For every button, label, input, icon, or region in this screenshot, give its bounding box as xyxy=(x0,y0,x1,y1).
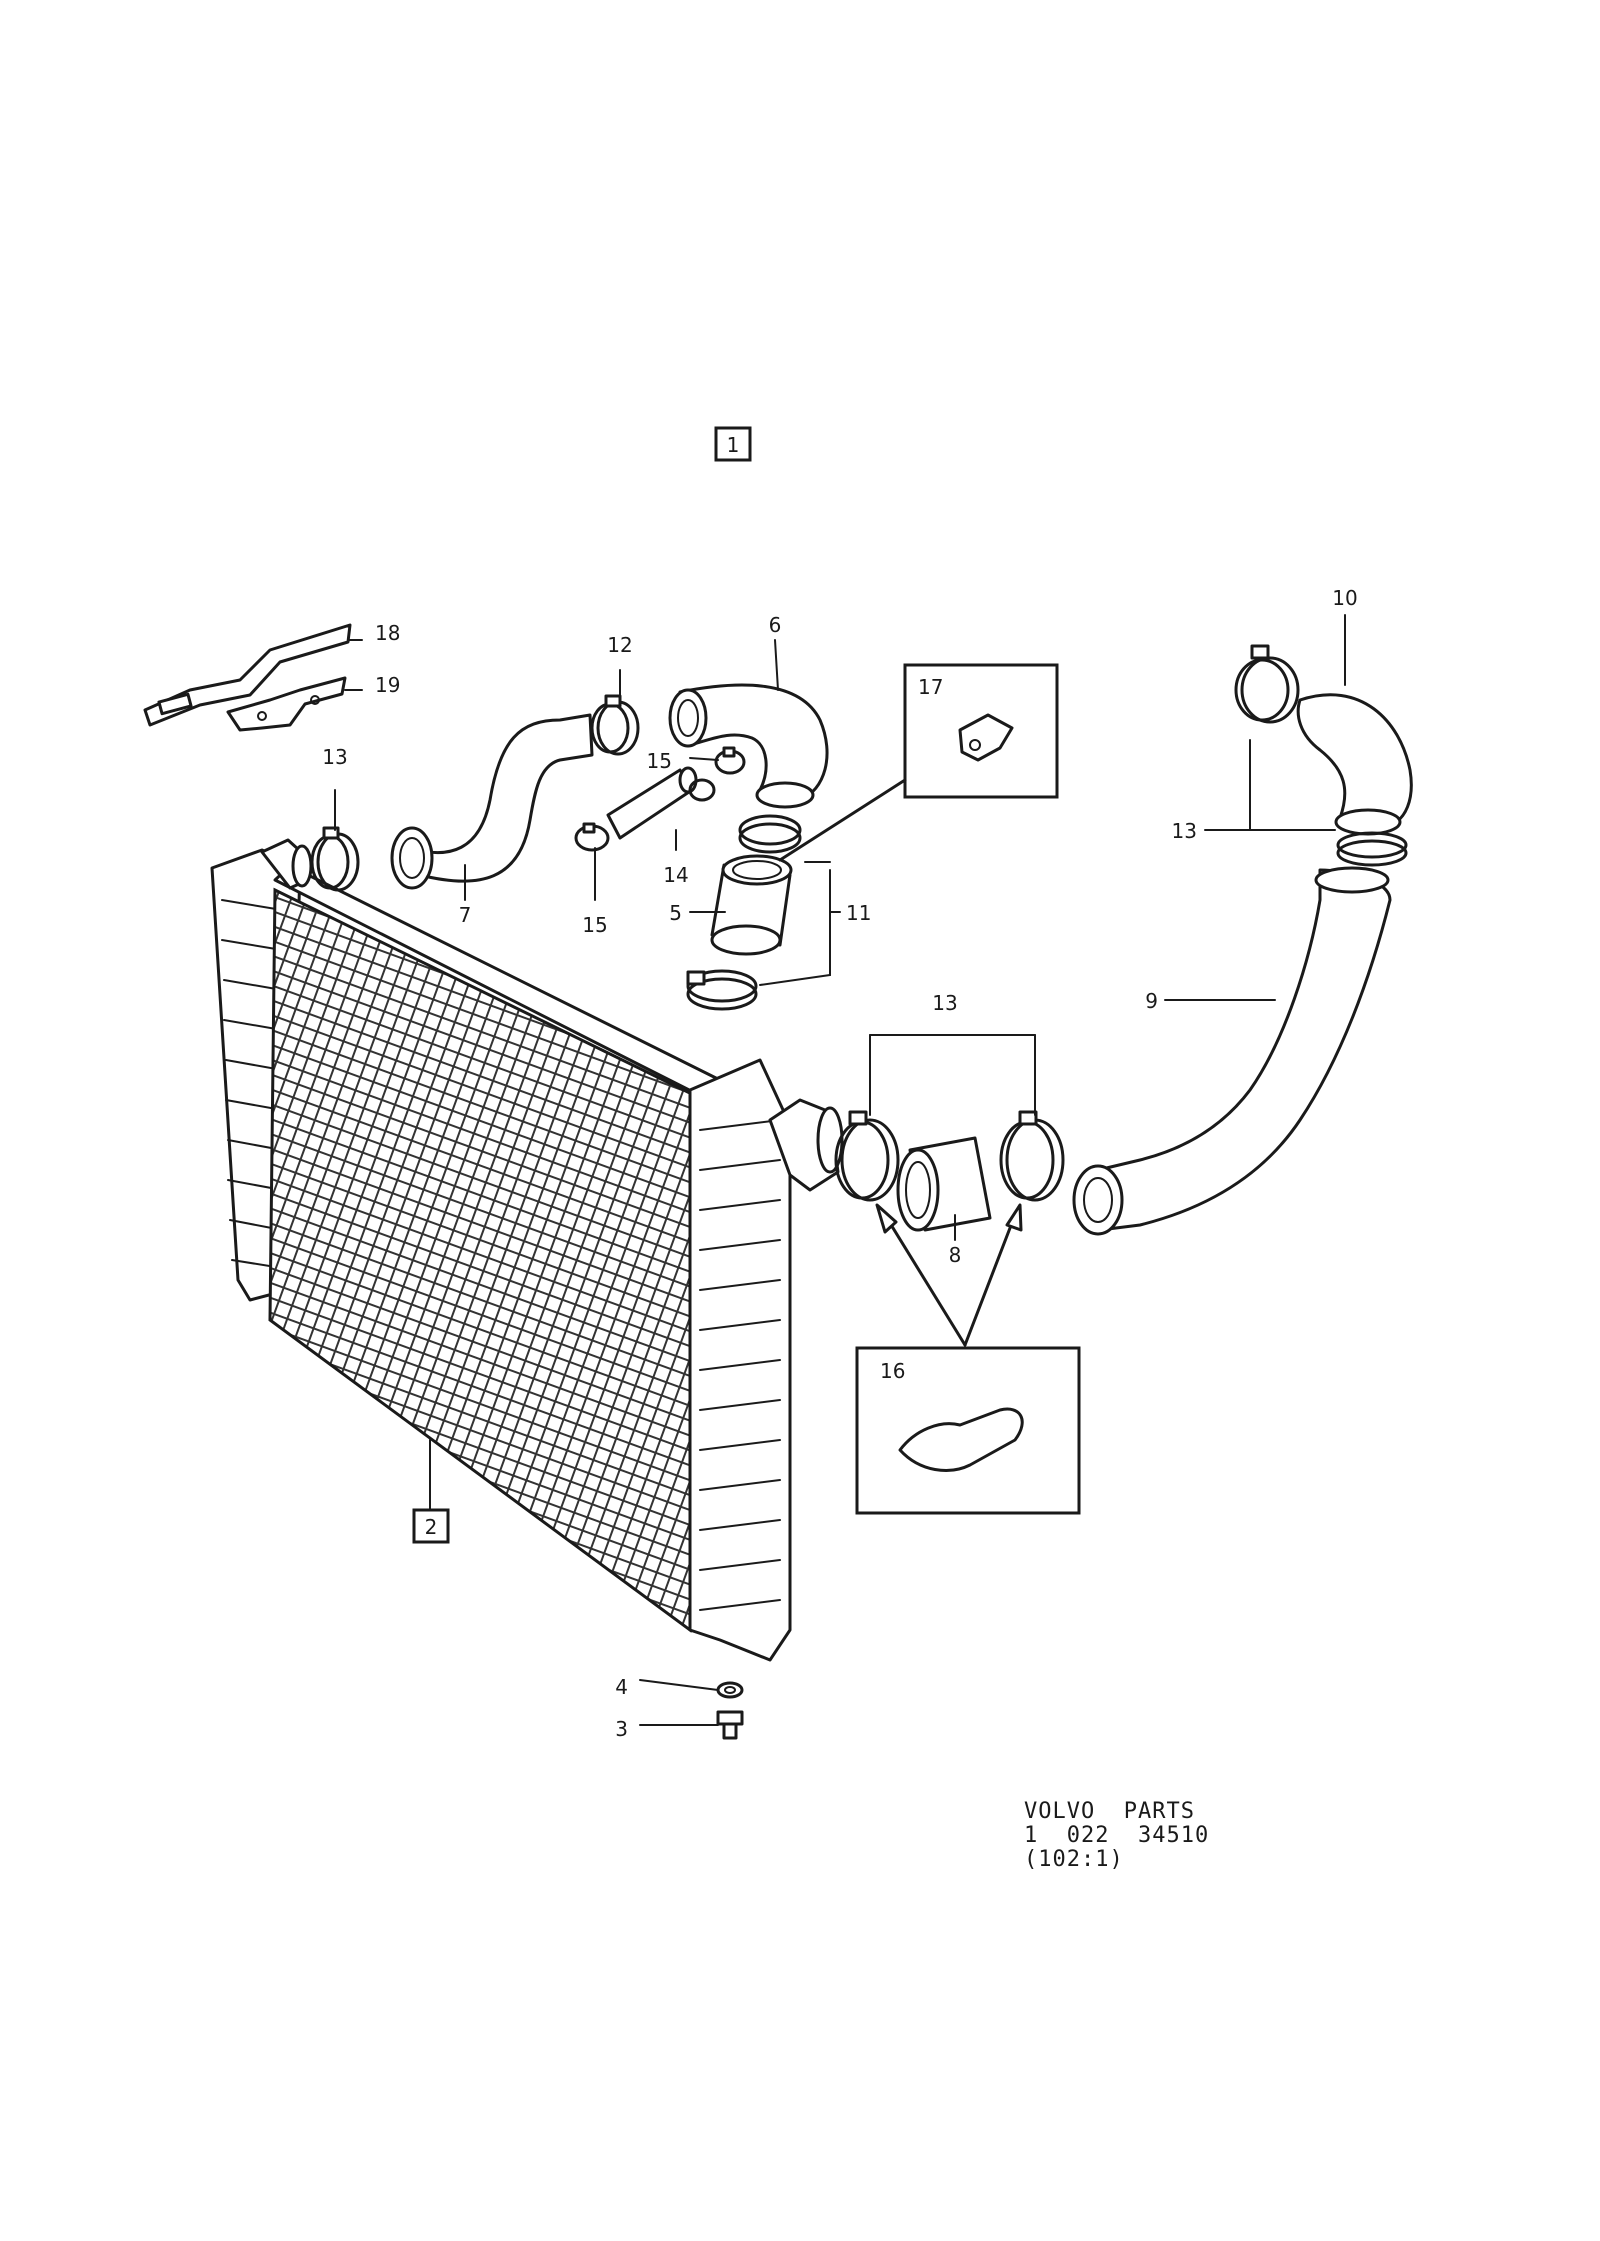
label-13-left: 13 xyxy=(322,745,347,769)
catalog-caption: VOLVO PARTS 1 022 34510 (102:1) xyxy=(1024,1800,1209,1872)
label-13-right: 13 xyxy=(1172,819,1197,843)
hose-connector-5 xyxy=(710,854,793,956)
label-18: 18 xyxy=(375,621,400,645)
hose-14 xyxy=(606,766,698,840)
drain-washer xyxy=(716,1681,744,1699)
intercooler-core xyxy=(210,838,844,1662)
label-8: 8 xyxy=(949,1243,962,1267)
part-1-label: 1 xyxy=(714,426,752,462)
part-2-label: 2 xyxy=(412,1508,450,1544)
hose-clamp-13-top-right xyxy=(1234,644,1300,724)
label-5: 5 xyxy=(669,901,682,925)
bracket-18 xyxy=(143,623,352,727)
label-6: 6 xyxy=(769,613,782,637)
label-11: 11 xyxy=(846,901,871,925)
hose-clamp-13-mid-right xyxy=(1336,831,1408,867)
elbow-hose-6 xyxy=(668,683,829,809)
caption-brand: VOLVO PARTS xyxy=(1024,1799,1195,1824)
caption-number: 1 022 34510 xyxy=(1024,1823,1210,1848)
pipe-9 xyxy=(1072,866,1392,1236)
label-19: 19 xyxy=(375,673,400,697)
hose-clamp-15-lower xyxy=(574,822,610,852)
leader-lines xyxy=(334,614,1346,1726)
caption-ref: (102:1) xyxy=(1024,1847,1124,1872)
label-1: 1 xyxy=(727,433,740,457)
hose-clamp-15-upper xyxy=(714,746,746,775)
detail-box-16 xyxy=(855,1346,1081,1515)
label-15-upper: 15 xyxy=(647,749,672,773)
hose-clamp-13-left xyxy=(310,826,360,892)
label-10: 10 xyxy=(1332,586,1357,610)
label-17: 17 xyxy=(918,675,943,699)
bracket-19 xyxy=(226,676,347,732)
hose-clamp-11-upper xyxy=(738,814,802,854)
hose-7 xyxy=(390,713,594,890)
label-13-lower: 13 xyxy=(932,991,957,1015)
label-4: 4 xyxy=(615,1675,628,1699)
label-2: 2 xyxy=(425,1515,438,1539)
coupling-sleeve-8 xyxy=(896,1136,992,1232)
label-14: 14 xyxy=(663,863,688,887)
label-9: 9 xyxy=(1145,989,1158,1013)
drain-screw xyxy=(716,1710,744,1740)
elbow-hose-10 xyxy=(1296,693,1413,836)
label-16: 16 xyxy=(880,1359,905,1383)
leader-17 xyxy=(778,778,907,862)
arrow-16-to-clamps xyxy=(875,1203,1023,1347)
label-15-lower: 15 xyxy=(582,913,607,937)
hose-clamp-13-lower-left xyxy=(834,1110,900,1202)
label-12: 12 xyxy=(607,633,632,657)
detail-box-17 xyxy=(903,663,1059,799)
hose-clamp-15-mid xyxy=(688,778,716,802)
hose-clamp-12 xyxy=(590,694,640,756)
hose-clamp-11-lower xyxy=(686,969,758,1011)
hose-clamp-13-lower-right xyxy=(999,1110,1065,1202)
label-3: 3 xyxy=(615,1717,628,1741)
label-7: 7 xyxy=(459,903,472,927)
